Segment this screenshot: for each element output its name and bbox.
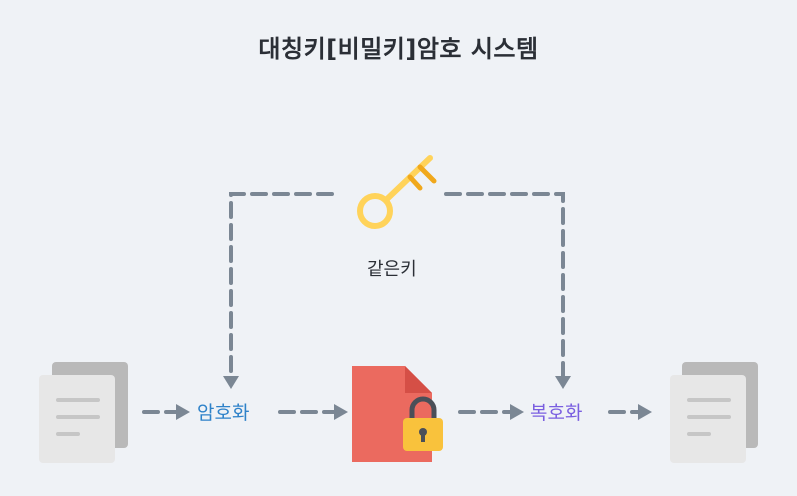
same-key-label: 같은키 [367, 259, 417, 280]
encrypted-file-icon [352, 366, 443, 462]
arrowhead-file [334, 404, 348, 420]
diagram-title: 대칭키[비밀키]암호 시스템 [258, 35, 539, 63]
decrypted-document-stack-icon [670, 362, 758, 463]
key-to-encrypt-line [229, 192, 334, 378]
arrowhead-key-to-decrypt [555, 376, 571, 389]
arrowheads [176, 376, 652, 420]
encrypt-label: 암호화 [197, 402, 250, 424]
plaintext-document-stack-icon [39, 362, 128, 463]
key-to-decrypt-line [444, 192, 565, 378]
arrowhead-decrypt [510, 404, 524, 420]
connector-lines [142, 192, 642, 414]
arrowhead-output [638, 404, 652, 420]
arrowhead-encrypt [176, 404, 190, 420]
decrypt-label: 복호화 [530, 402, 583, 424]
key-icon [357, 155, 437, 229]
arrowhead-key-to-encrypt [223, 376, 239, 389]
